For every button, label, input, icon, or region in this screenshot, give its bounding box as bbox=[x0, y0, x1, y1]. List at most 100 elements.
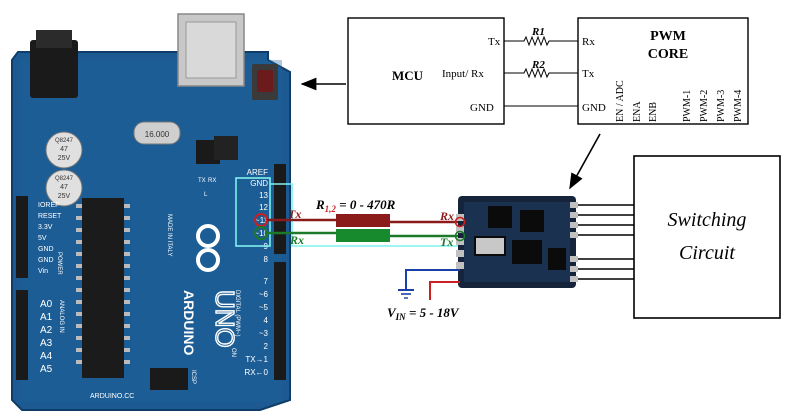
pwm-core-module bbox=[456, 196, 578, 288]
svg-text:Rx: Rx bbox=[289, 233, 304, 247]
svg-text:4: 4 bbox=[264, 316, 269, 325]
resistor-r1 bbox=[336, 214, 390, 227]
svg-text:L: L bbox=[204, 192, 208, 198]
svg-text:RX←0: RX←0 bbox=[244, 368, 268, 377]
svg-text:GND: GND bbox=[38, 246, 54, 253]
mcu-label: MCU bbox=[392, 68, 424, 83]
svg-text:Circuit: Circuit bbox=[679, 242, 735, 264]
svg-text:MADE IN ITALY: MADE IN ITALY bbox=[166, 214, 172, 256]
svg-text:25V: 25V bbox=[58, 155, 71, 162]
svg-text:ON: ON bbox=[230, 348, 236, 357]
svg-text:3.3V: 3.3V bbox=[38, 224, 53, 231]
pwm-gnd-label: GND bbox=[582, 102, 606, 114]
svg-text:IOREF: IOREF bbox=[38, 202, 59, 209]
crystal-oscillator: 16.000 bbox=[133, 121, 181, 145]
reset-button bbox=[252, 64, 278, 100]
svg-text:47: 47 bbox=[60, 184, 68, 191]
svg-text:PWM-4: PWM-4 bbox=[733, 90, 744, 122]
module-tx-marker bbox=[454, 230, 466, 242]
pwm-title-line1: PWM bbox=[650, 29, 686, 44]
svg-text:Switching: Switching bbox=[668, 209, 747, 231]
wire-labels: Tx Rx Rx Tx bbox=[288, 207, 454, 249]
arduino-logo: ARDUINO UNO MADE IN ITALY bbox=[166, 214, 241, 355]
svg-text:Tx: Tx bbox=[440, 235, 453, 249]
r2-label: R2 bbox=[531, 59, 545, 71]
svg-text:7: 7 bbox=[264, 277, 269, 286]
svg-text:13: 13 bbox=[259, 191, 268, 200]
svg-text:A0: A0 bbox=[40, 299, 53, 310]
svg-text:VIN = 5 - 18V: VIN = 5 - 18V bbox=[387, 305, 460, 322]
power-header bbox=[16, 196, 28, 380]
capacitor-2: Q8247 47 25V bbox=[45, 169, 83, 207]
mcu-block bbox=[347, 17, 505, 125]
digital-header-top bbox=[274, 164, 286, 254]
svg-text:ENB: ENB bbox=[648, 102, 659, 122]
svg-text:A2: A2 bbox=[40, 325, 53, 336]
svg-text:PWM-3: PWM-3 bbox=[716, 90, 727, 122]
power-jack bbox=[30, 30, 78, 98]
led-labels: TX RX L ON bbox=[198, 178, 236, 357]
icsp-small-header bbox=[214, 136, 238, 160]
power-wiring bbox=[398, 269, 460, 300]
icsp-header: ICSP bbox=[150, 368, 196, 390]
pwm-title-line2: CORE bbox=[648, 47, 688, 62]
svg-text:R1,2 = 0 - 470R: R1,2 = 0 - 470R bbox=[315, 197, 396, 214]
pwm-vertical-pin-labels: EN / ADC ENA ENB PWM-1 PWM-2 PWM-3 PWM-4 bbox=[615, 80, 744, 122]
svg-text:A5: A5 bbox=[40, 364, 53, 375]
power-header-labels: IOREF RESET 3.3V 5V GND GND Vin POWER bbox=[38, 202, 62, 275]
svg-text:ANALOG IN: ANALOG IN bbox=[58, 300, 64, 333]
pwm-tx-label: Tx bbox=[582, 68, 595, 80]
svg-text:PWM-1: PWM-1 bbox=[682, 90, 693, 122]
svg-text:ARDUINO: ARDUINO bbox=[181, 290, 197, 355]
svg-text:A4: A4 bbox=[40, 351, 53, 362]
svg-text:POWER: POWER bbox=[56, 252, 62, 275]
svg-text:2: 2 bbox=[264, 342, 269, 351]
svg-text:~11: ~11 bbox=[255, 216, 269, 225]
pwm-core-block bbox=[577, 17, 749, 125]
svg-text:12: 12 bbox=[259, 203, 268, 212]
svg-text:GND: GND bbox=[250, 179, 268, 188]
vin-label: VIN = 5 - 18V bbox=[387, 305, 460, 322]
mcu-tx-label: Tx bbox=[488, 36, 501, 48]
block-diagram: MCU Tx Input/ Rx GND R1 R2 Rx Tx GND PWM… bbox=[347, 17, 749, 125]
svg-text:TX→1: TX→1 bbox=[245, 355, 268, 364]
svg-text:Rx: Rx bbox=[439, 209, 454, 223]
svg-text:Q8247: Q8247 bbox=[55, 138, 74, 144]
svg-text:ICSP: ICSP bbox=[190, 370, 196, 384]
svg-text:A3: A3 bbox=[40, 338, 53, 349]
svg-text:AREF: AREF bbox=[247, 168, 268, 177]
svg-text:TX: TX bbox=[198, 178, 206, 184]
svg-text:5V: 5V bbox=[38, 235, 47, 242]
svg-text:~3: ~3 bbox=[259, 329, 269, 338]
arduino-uno-board: Q8247 47 25V Q8247 47 25V 16.000 bbox=[11, 13, 291, 411]
capacitor-1: Q8247 47 25V bbox=[45, 131, 83, 169]
svg-text:RESET: RESET bbox=[38, 213, 62, 220]
mcu-gnd-label: GND bbox=[470, 102, 494, 114]
svg-text:47: 47 bbox=[60, 146, 68, 153]
svg-text:~10: ~10 bbox=[254, 229, 268, 238]
svg-text:Vin: Vin bbox=[38, 268, 48, 275]
svg-text:RX: RX bbox=[208, 178, 216, 184]
svg-text:Tx: Tx bbox=[288, 207, 301, 221]
mcu-input-rx-label: Input/ Rx bbox=[442, 68, 484, 80]
pin-highlight bbox=[235, 177, 271, 247]
pwm-output-wires bbox=[578, 204, 634, 280]
svg-text:~5: ~5 bbox=[259, 303, 269, 312]
atmega-chip bbox=[76, 198, 130, 378]
svg-text:PWM-2: PWM-2 bbox=[699, 90, 710, 122]
module-rx-marker bbox=[454, 216, 466, 228]
svg-text:Q8247: Q8247 bbox=[55, 176, 74, 182]
svg-text:25V: 25V bbox=[58, 193, 71, 200]
svg-text:ENA: ENA bbox=[632, 101, 643, 122]
arrow-to-module bbox=[569, 133, 601, 190]
svg-text:16.000: 16.000 bbox=[145, 130, 170, 139]
svg-text:A1: A1 bbox=[40, 312, 53, 323]
digital-pwm-label: DIGITAL (PWM~) bbox=[234, 290, 240, 337]
svg-text:~6: ~6 bbox=[259, 290, 269, 299]
r1-label: R1 bbox=[531, 26, 545, 38]
arduino-url: ARDUINO.CC bbox=[90, 393, 134, 400]
digital-header-labels: AREF GND 13 12 ~11 ~10 ~9 8 7 ~6 ~5 4 ~3… bbox=[244, 168, 268, 377]
switching-circuit-box: Switching Circuit bbox=[633, 155, 781, 319]
analog-labels: A0 A1 A2 A3 A4 A5 ANALOG IN bbox=[40, 299, 64, 375]
